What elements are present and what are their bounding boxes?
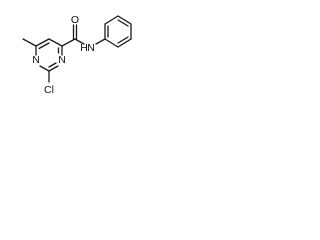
chemical-structure: N N O H N Cl [22,14,132,96]
ring-bond-c2-n3-inner [48,62,57,68]
atom-label-oxygen: O [71,14,79,26]
phenyl-bond-5-inner [117,36,129,44]
phenyl-bond-3-inner [117,19,129,27]
ring-bond-c4-c5 [48,38,63,47]
atom-label-amide-n: N [87,42,95,54]
phenyl-bond-3 [117,15,132,25]
ring-bond-c5-c6-inner [38,42,50,50]
phenyl-bond-2 [104,15,119,25]
phenyl-bond-6 [104,38,119,48]
n-phenyl-bond [95,38,106,45]
bonds [22,15,132,83]
atom-labels: N N O H N Cl [32,14,95,96]
atom-label-chlorine: Cl [44,84,54,96]
atom-label-n3: N [58,54,66,66]
carbonyl-carbon-bond [61,38,76,47]
phenyl-bond-5 [117,38,132,48]
methyl-bond [22,38,37,47]
ring-bond-c5-c6 [35,38,50,47]
atom-label-amide-h: H [80,42,88,54]
ring-bond-c2-n3 [48,65,59,72]
atom-label-n1: N [32,54,40,66]
amide-c-n-bond [74,38,85,45]
ring-bond-n1-c2 [39,65,50,72]
